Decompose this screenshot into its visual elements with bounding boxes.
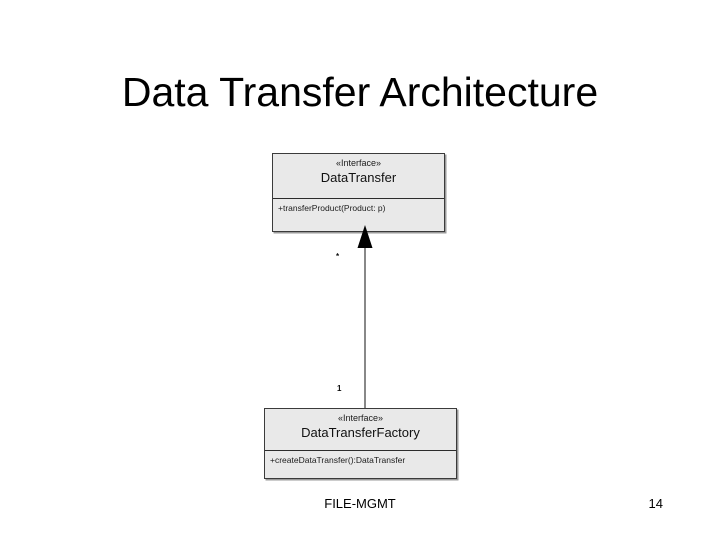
footer-page-number: 14	[648, 496, 663, 511]
page-title: Data Transfer Architecture	[121, 69, 599, 115]
uml-class-data-transfer[interactable]: «Interface» DataTransfer +transferProduc…	[272, 153, 445, 232]
generalization-connector	[357, 225, 373, 414]
uml-stereotype-label: «Interface»	[337, 413, 384, 423]
arrowhead-triangle-icon	[357, 225, 373, 248]
uml-operations-compartment: +transferProduct(Product: p)	[273, 198, 444, 232]
uml-stereotype-label: «Interface»	[335, 158, 382, 168]
uml-class-name: DataTransfer	[320, 170, 397, 185]
multiplicity-source-label: *	[336, 252, 340, 261]
uml-operations-compartment: +createDataTransfer():DataTransfer	[265, 450, 456, 479]
uml-operation-item: +transferProduct(Product: p)	[278, 203, 386, 213]
footer-center-text: FILE-MGMT	[324, 496, 396, 511]
multiplicity-target-label: 1	[337, 384, 342, 393]
uml-operation-item: +createDataTransfer():DataTransfer	[270, 455, 406, 465]
uml-class-header: «Interface» DataTransferFactory	[265, 409, 456, 450]
uml-class-data-transfer-factory[interactable]: «Interface» DataTransferFactory +createD…	[264, 408, 457, 479]
uml-class-name: DataTransferFactory	[301, 425, 420, 440]
uml-class-header: «Interface» DataTransfer	[273, 154, 444, 198]
